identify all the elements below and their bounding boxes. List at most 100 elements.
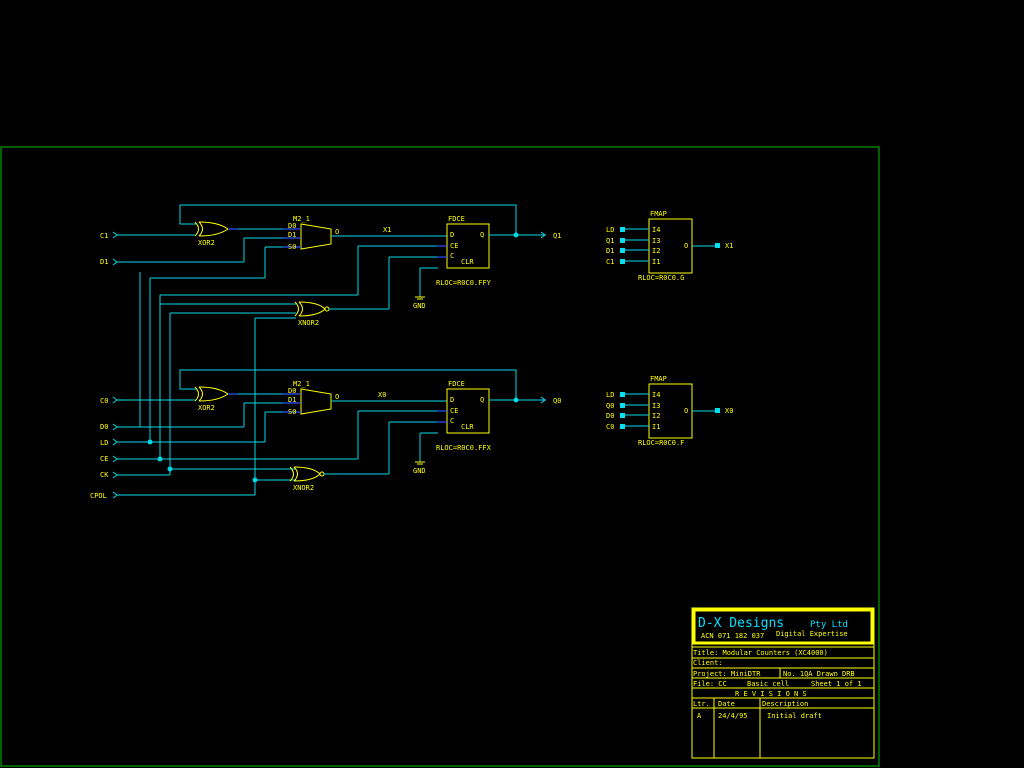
svg-text:LD: LD — [606, 391, 614, 399]
svg-text:FDCE: FDCE — [448, 215, 465, 223]
svg-text:O: O — [684, 242, 688, 250]
svg-text:FMAP: FMAP — [650, 375, 667, 383]
input-port-cpol[interactable]: CPOL — [90, 317, 296, 500]
net-label-x0: X0 — [378, 391, 386, 399]
svg-text:I2: I2 — [652, 412, 660, 420]
rloc-top: RLOC=R0C0.FFY — [436, 279, 492, 287]
input-label-c1: C1 — [100, 232, 108, 240]
svg-text:I3: I3 — [652, 402, 660, 410]
svg-text:S0: S0 — [288, 243, 296, 251]
svg-text:Q0: Q0 — [606, 402, 614, 410]
svg-text:D: D — [450, 231, 454, 239]
svg-text:M2_1: M2_1 — [293, 380, 310, 388]
title-block: D-X Designs Pty Ltd ACN 071 182 037 Digi… — [691, 607, 875, 759]
svg-text:CE: CE — [450, 242, 458, 250]
input-port-c0[interactable]: C0 — [100, 396, 195, 405]
drawing-title: Title: Modular Counters (XC4000) — [693, 649, 828, 657]
input-port-c1[interactable]: C1 — [100, 231, 195, 240]
svg-text:Pty Ltd: Pty Ltd — [810, 620, 848, 630]
svg-text:S0: S0 — [288, 408, 296, 416]
svg-text:C: C — [450, 252, 454, 260]
svg-text:D1: D1 — [288, 396, 296, 404]
mux-top: M2_1 D0 D1 S0 O X1 — [283, 215, 447, 251]
xor-gate-bottom: XOR2 — [194, 386, 283, 412]
svg-text:Initial draft: Initial draft — [767, 712, 822, 720]
input-label-d1: D1 — [100, 258, 108, 266]
svg-text:CLR: CLR — [461, 258, 474, 266]
net-label-x1: X1 — [383, 226, 391, 234]
svg-text:C: C — [450, 417, 454, 425]
svg-text:ACN 071 182 037: ACN 071 182 037 — [701, 632, 764, 640]
svg-text:I1: I1 — [652, 258, 660, 266]
flipflop-top: FDCE D CE C CLR Q RLOC=R0C0.FFY GND — [413, 215, 546, 310]
xor-gate-top: XOR2 — [194, 221, 283, 247]
svg-text:I3: I3 — [652, 237, 660, 245]
svg-text:D0: D0 — [288, 222, 296, 230]
gnd-label-bottom: GND — [413, 467, 426, 475]
svg-text:LD: LD — [606, 226, 614, 234]
svg-text:FMAP: FMAP — [650, 210, 667, 218]
svg-text:RLOC=R0C0.G: RLOC=R0C0.G — [638, 274, 684, 282]
svg-text:I2: I2 — [652, 247, 660, 255]
svg-text:D: D — [450, 396, 454, 404]
svg-text:XNOR2: XNOR2 — [293, 484, 314, 492]
svg-text:CE: CE — [450, 407, 458, 415]
xnor-gate-bottom: XNOR2 — [289, 421, 437, 492]
flipflop-bottom: FDCE D CE C CLR Q RLOC=R0C0.FFX GND — [413, 380, 546, 475]
top-slice: C1 D1 XOR2 M2_1 D0 — [100, 204, 561, 459]
output-label-q1[interactable]: Q1 — [553, 232, 561, 240]
svg-text:D0: D0 — [100, 423, 108, 431]
svg-text:No. 1QA Drawn DRB: No. 1QA Drawn DRB — [783, 670, 855, 678]
svg-text:O: O — [335, 228, 339, 236]
svg-text:Q: Q — [480, 396, 484, 404]
sheet-border — [0, 146, 880, 767]
svg-text:I4: I4 — [652, 391, 660, 399]
svg-text:Project: MiniDTR: Project: MiniDTR — [693, 670, 761, 678]
svg-text:FDCE: FDCE — [448, 380, 465, 388]
svg-text:Q: Q — [480, 231, 484, 239]
svg-text:Basic cell: Basic cell — [747, 680, 789, 688]
fmap-bottom: FMAP I4 I3 I2 I1 O LD Q0 D0 C0 X0 RLOC=R… — [606, 375, 733, 447]
mux-title-top: M2_1 — [293, 215, 310, 223]
svg-text:LD: LD — [100, 439, 108, 447]
svg-text:XOR2: XOR2 — [198, 404, 215, 412]
output-label-q0[interactable]: Q0 — [553, 397, 561, 405]
svg-text:A: A — [697, 712, 702, 720]
mux-bottom: M2_1 D0 D1 S0 O X0 — [283, 380, 447, 416]
svg-text:XNOR2: XNOR2 — [298, 319, 319, 327]
feedback-wire-q1 — [179, 204, 517, 235]
svg-text:D1: D1 — [606, 247, 614, 255]
xnor-gate-top: XNOR2 — [160, 256, 437, 327]
company-name: D-X Designs — [698, 616, 784, 631]
svg-text:CLR: CLR — [461, 423, 474, 431]
svg-text:O: O — [684, 407, 688, 415]
svg-text:Digital Expertise: Digital Expertise — [776, 630, 848, 638]
svg-text:File: CC: File: CC — [693, 680, 727, 688]
svg-text:I4: I4 — [652, 226, 660, 234]
svg-text:Client:: Client: — [693, 659, 723, 667]
svg-text:I1: I1 — [652, 423, 660, 431]
fmap-top: FMAP I4 I3 I2 I1 O LD Q1 D1 C1 X1 RLOC=R… — [606, 210, 733, 282]
svg-text:CE: CE — [100, 455, 108, 463]
input-port-ck[interactable]: CK — [100, 313, 296, 479]
feedback-wire-q0 — [179, 369, 517, 400]
svg-text:CPOL: CPOL — [90, 492, 107, 500]
svg-text:D0: D0 — [606, 412, 614, 420]
svg-text:X1: X1 — [725, 242, 733, 250]
input-port-d0[interactable]: D0 — [100, 402, 283, 431]
svg-text:O: O — [335, 393, 339, 401]
input-port-ce[interactable]: CE — [100, 410, 437, 463]
xor-label-top: XOR2 — [198, 239, 215, 247]
gnd-label-top: GND — [413, 302, 426, 310]
svg-text:Sheet 1 of 1: Sheet 1 of 1 — [811, 680, 862, 688]
bottom-slice: C0 D0 LD CE CK — [90, 272, 561, 500]
svg-text:C0: C0 — [100, 397, 108, 405]
svg-text:Date: Date — [718, 700, 735, 708]
svg-text:24/4/95: 24/4/95 — [718, 712, 748, 720]
input-port-ld[interactable]: LD — [100, 411, 283, 447]
svg-text:X0: X0 — [725, 407, 733, 415]
input-port-d1[interactable]: D1 — [100, 237, 283, 266]
svg-text:RLOC=R0C0.F: RLOC=R0C0.F — [638, 439, 684, 447]
svg-text:C1: C1 — [606, 258, 614, 266]
